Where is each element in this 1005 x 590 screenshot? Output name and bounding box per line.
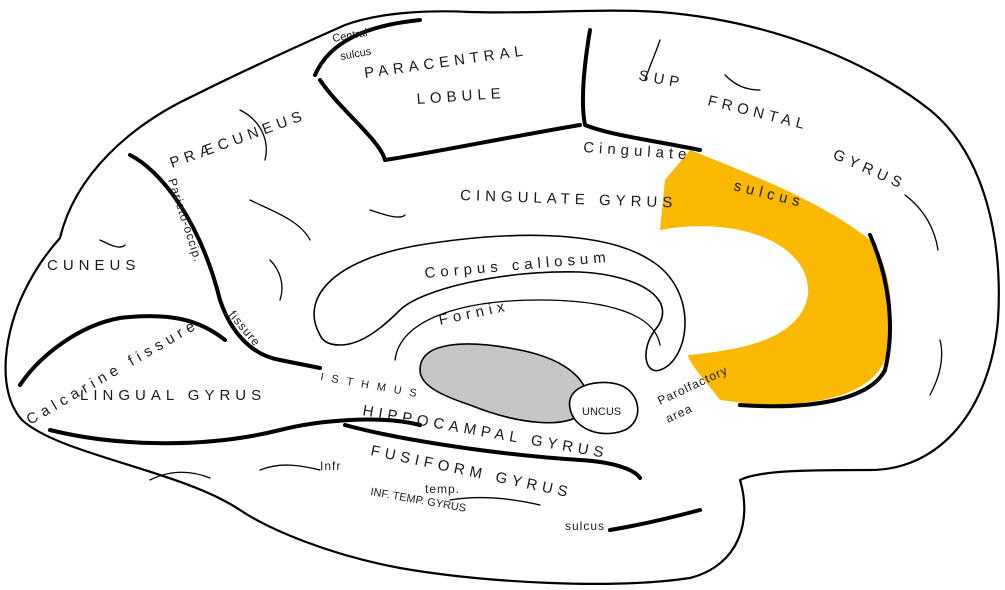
cingulate-sulcus-line — [580, 28, 702, 152]
parieto-occipital-fissure — [128, 153, 322, 370]
frontal-curve-line — [738, 233, 892, 409]
temp-label: temp. — [425, 482, 460, 496]
minor-sulcus — [259, 464, 321, 471]
central-sulcus-line — [313, 18, 422, 77]
fornix-arch — [394, 299, 661, 361]
minor-sulcus — [369, 209, 406, 218]
calcarine-fissure-line — [18, 314, 227, 387]
paracentral-boundary — [318, 78, 582, 162]
minor-sulcus — [644, 39, 661, 81]
brain-outline — [4, 9, 1000, 585]
uncus-label: UNCUS — [582, 406, 621, 418]
minor-sulcus — [929, 339, 943, 396]
highlighted-region — [660, 150, 892, 405]
corpus-callosum-shape — [313, 234, 686, 372]
minor-sulcus — [449, 496, 541, 506]
minor-sulcus — [269, 259, 283, 301]
minor-sulcus — [904, 194, 939, 251]
sulcus-inf-label: sulcus — [565, 519, 605, 533]
uncus-shape — [568, 381, 639, 435]
minor-sulcus — [239, 109, 267, 161]
lobule-label: LOBULE — [416, 85, 506, 108]
hippocampal-border — [343, 423, 642, 480]
central-sulcus-label-2: sulcus — [339, 46, 372, 63]
minor-sulcus — [149, 471, 211, 481]
lingual-gyrus-label: LINGUAL GYRUS — [80, 387, 266, 404]
minor-sulcus — [249, 199, 311, 241]
collateral-sulcus-line — [48, 417, 422, 446]
cuneus-label: CUNEUS — [47, 257, 140, 274]
infr-label: Infr — [320, 459, 341, 473]
minor-sulcus — [724, 74, 761, 91]
inferior-temporal-sulcus — [608, 508, 702, 532]
minor-sulcus — [99, 239, 126, 248]
